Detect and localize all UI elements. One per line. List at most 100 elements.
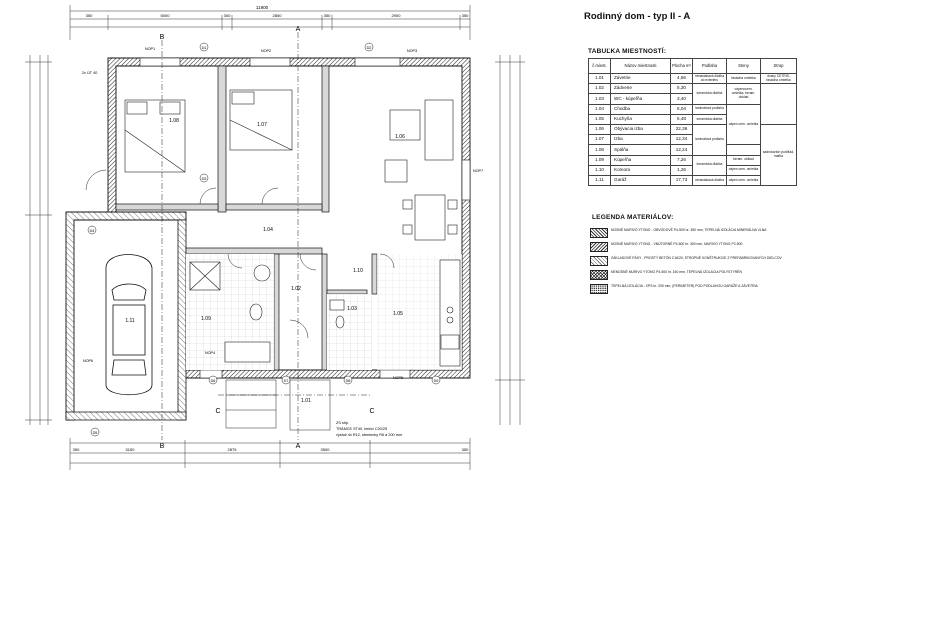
legend-text: ZÁKLADOVÉ PÁSY - PROSTÝ BETÓN C16/20, ST…: [611, 256, 782, 260]
row-name: Izba: [610, 134, 671, 146]
furniture-dining-table: [402, 194, 458, 241]
row-walls: vápen.cem. omietka: [726, 103, 761, 146]
row-walls: [726, 144, 761, 156]
row-name: Chodba: [610, 103, 671, 115]
element-tags: NOP1 NOP2 NOP3 NOP4 NOP5 NOP6 NOP7 D1 D2…: [83, 46, 483, 435]
car-icon: [105, 254, 153, 396]
row-name: Kúpeľňa: [610, 154, 671, 166]
row-area: 5,30: [670, 83, 693, 95]
row-walls: keram. obklad: [726, 154, 761, 166]
row-name: Zádverie: [610, 83, 671, 95]
col-ceiling: Strop: [760, 58, 797, 74]
legend-item: NENOSNÉ MURIVO YTONG P4-500 hr. 150 mm, …: [590, 270, 810, 280]
dim-top-3: 2850: [273, 13, 283, 18]
row-ceiling: [760, 83, 797, 125]
row-walls: fasádna omietka: [726, 72, 761, 85]
row-no: 1.11: [588, 174, 611, 187]
window-tag-2: NOP2: [261, 49, 271, 53]
row-area: 1,26: [670, 164, 693, 176]
row-ceiling: sadrokartón podhľad, maľba: [760, 123, 797, 187]
legend-swatch-icon: [590, 242, 608, 252]
row-area: 5,48: [670, 113, 693, 125]
furniture-bathroom: [189, 261, 345, 363]
legend-swatch-icon: [590, 256, 608, 266]
interior-walls: [115, 65, 378, 371]
window-tag-1: NOP1: [145, 47, 155, 51]
room-label-1-05: 1.05: [393, 311, 403, 317]
dimension-texts-top: 350 5000 300 2850 350 2900 350: [86, 13, 469, 18]
floor-plan-drawing: 11900 350 5000 300 2850 350 2900 350 350: [25, 5, 525, 470]
row-area: 12,24: [670, 144, 693, 156]
door-tag-4: D4: [90, 229, 95, 233]
table-row: 1.11 Garáž 17,73 nenasiakavá dlažba vápe…: [588, 174, 797, 187]
row-area: 22,36: [670, 123, 693, 136]
legend-text: NENOSNÉ MURIVO YTONG P4-500 hr. 150 mm, …: [611, 270, 742, 274]
door-tag-2: D2: [367, 46, 372, 50]
legend-text: NOSNÉ MURIVO YTONG - OBVODOVÉ P4-500 hr.…: [611, 228, 767, 232]
row-name: WC - kúpeľňa: [610, 93, 671, 105]
table-row: 1.01 Závetrie 4,56 nenasiakavá dlažba do…: [588, 72, 797, 85]
dim-top-5: 2900: [392, 13, 402, 18]
legend-title: LEGENDA MATERIÁLOV:: [592, 214, 674, 221]
row-no: 1.01: [588, 72, 611, 85]
window-tag-3: NOP3: [407, 49, 417, 53]
axis-markers: [87, 42, 441, 437]
row-floor: keramická dlažba: [692, 113, 727, 125]
legend-swatch-icon: [590, 228, 608, 238]
window-tag-6: NOP6: [83, 359, 93, 363]
room-label-1-03: 1.03: [347, 306, 357, 312]
note-ut: 2x ÚT 40: [82, 70, 97, 75]
row-no: 1.05: [588, 113, 611, 125]
table-row: 1.02 Zádverie 5,30 keramická dlažba vápe…: [588, 83, 797, 125]
note-tramce: TRÁMCE ST40, betón C20/25: [336, 427, 387, 431]
room-table-header: č.miest. Názov miestnosti Plocha m² Podl…: [588, 58, 797, 74]
row-name: Kuchyňa: [610, 113, 671, 125]
row-area: 5,04: [670, 103, 693, 115]
door-tag-6: D6: [211, 379, 216, 383]
furniture-bed-1-07: [229, 89, 293, 151]
row-name: Obývacia izba: [610, 123, 671, 136]
section-mark-c-right: C: [369, 408, 374, 415]
room-table: č.miest. Názov miestnosti Plocha m² Podl…: [588, 58, 797, 187]
door-arcs: [85, 169, 395, 339]
legend-swatch-icon: [590, 270, 608, 280]
dim-bottom-1: 3150: [126, 447, 136, 452]
section-mark-b-top: B: [160, 34, 165, 41]
furniture-kitchen-counter: [439, 259, 461, 367]
dim-top-6: 350: [462, 13, 469, 18]
legend-item: NOSNÉ MURIVO YTONG - VNÚTORNÉ P4-500 hr.…: [590, 242, 810, 252]
row-name: Komora: [610, 164, 671, 176]
door-tag-5: D5: [93, 431, 98, 435]
col-floor: Podlaha: [692, 58, 727, 74]
row-floor: nenasiakavá dlažba: [692, 174, 727, 187]
dim-top-4: 350: [324, 13, 331, 18]
row-no: 1.10: [588, 164, 611, 176]
room-label-1-07: 1.07: [257, 122, 267, 128]
row-area: 17,73: [670, 174, 693, 187]
section-mark-b-bottom: B: [160, 443, 165, 450]
note-zs: ZS stip.: [336, 421, 349, 425]
section-mark-c-left: C: [215, 408, 220, 415]
room-label-1-06: 1.06: [395, 134, 405, 140]
dim-bottom-3: 3500: [321, 447, 331, 452]
note-vystuz: výstuž 4x R12, strmienky R6 á 200 mm: [336, 433, 402, 437]
row-floor: keramická dlažba: [692, 154, 727, 176]
legend-text: NOSNÉ MURIVO YTONG - VNÚTORNÉ P4-500 hr.…: [611, 242, 743, 246]
total-width-dimension: 11900: [256, 5, 269, 10]
row-no: 1.06: [588, 123, 611, 136]
row-area: 4,56: [670, 72, 693, 85]
drawing-title: Rodinný dom - typ II - A: [584, 11, 691, 22]
window-tag-4: NOP4: [205, 351, 215, 355]
dimension-texts-bottom: 350 3150 2875 3500 350: [73, 447, 469, 452]
row-name: Závetrie: [610, 72, 671, 85]
row-no: 1.09: [588, 154, 611, 166]
row-no: 1.02: [588, 83, 611, 95]
door-tag-1: D1: [202, 46, 207, 50]
table-row: 1.10 Komora 1,26 vápen.cem. omietka: [588, 164, 797, 176]
row-floor: nenasiakavá dlažba do exteriéru: [692, 72, 727, 85]
row-floor: keramická dlažba: [692, 83, 727, 105]
dim-bottom-0: 350: [73, 447, 80, 452]
row-floor: laminátová podlaha: [692, 103, 727, 115]
section-marks: A A B B C C: [160, 26, 375, 450]
row-floor: laminátová podlaha: [692, 123, 727, 156]
